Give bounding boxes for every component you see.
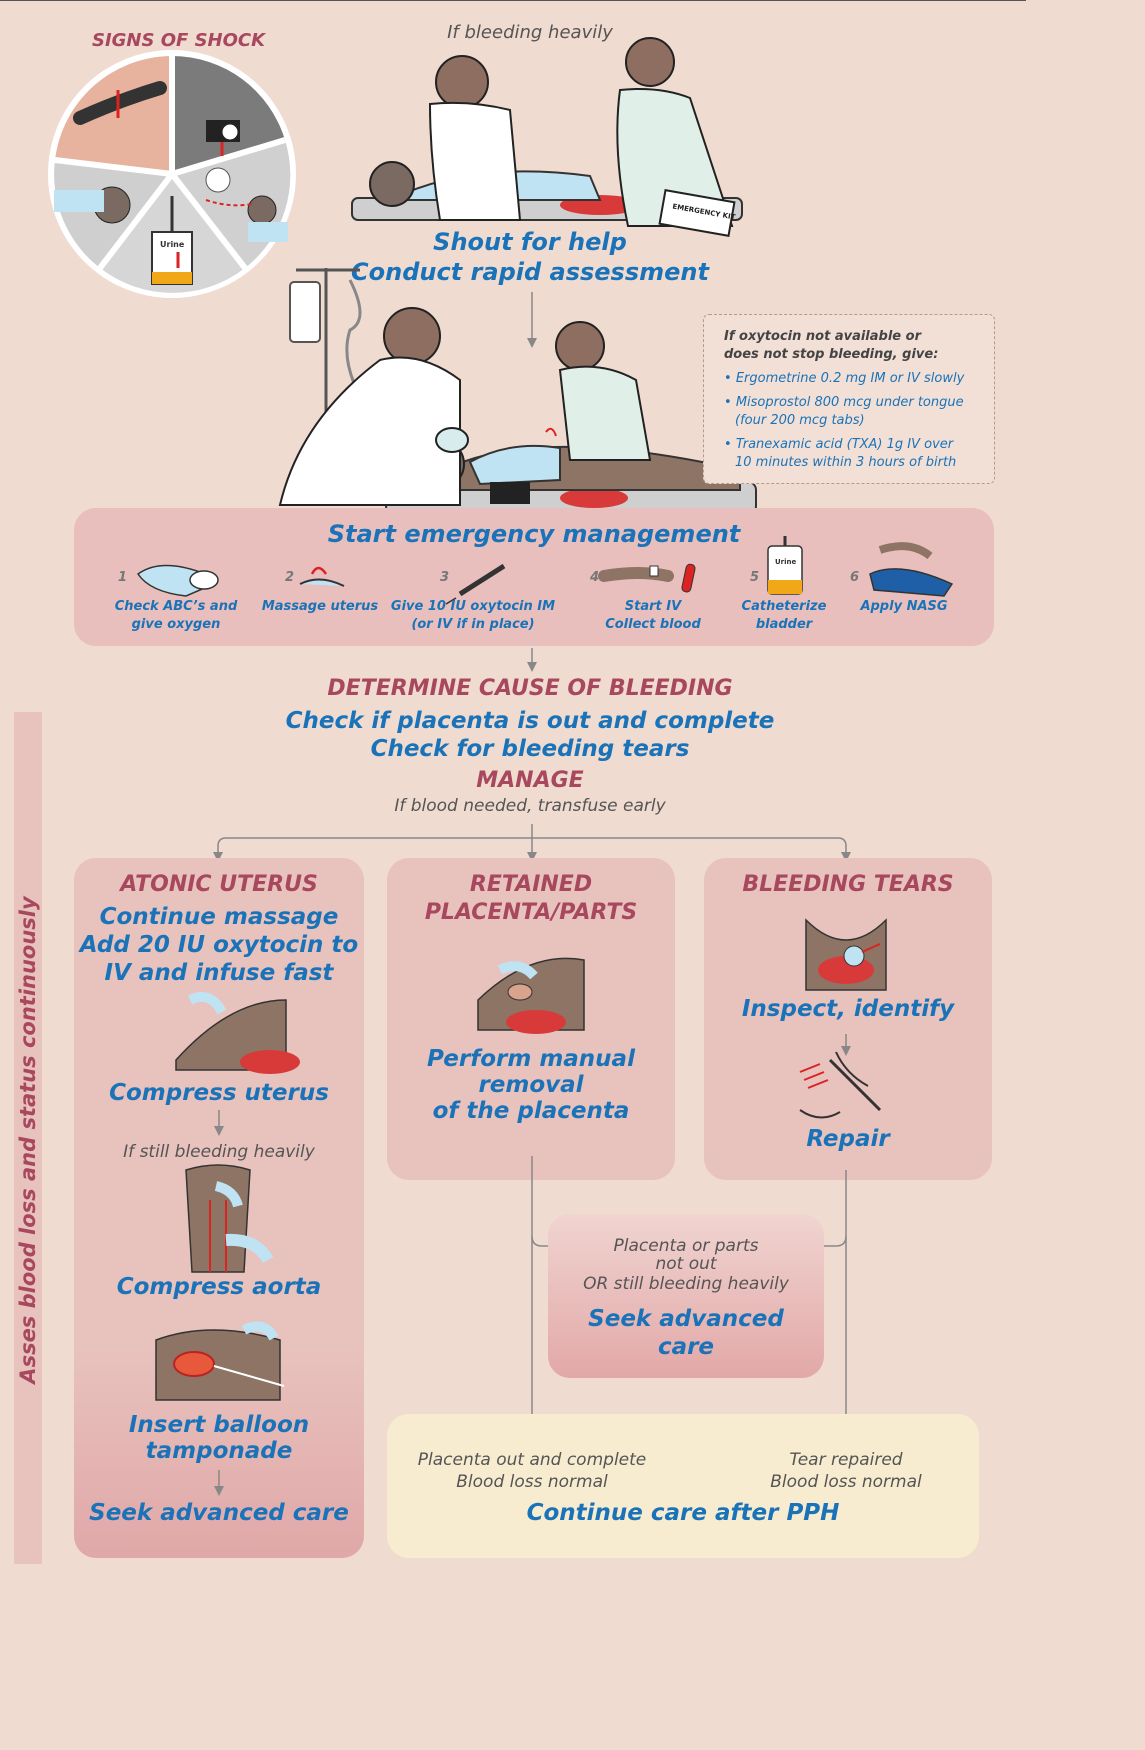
emergency-title: Start emergency management (327, 520, 741, 548)
step5-number: 5 (750, 570, 760, 585)
compress-aorta: Compress aorta (116, 1274, 322, 1300)
retained-title-1: RETAINED (469, 872, 593, 897)
continue-care-title: Continue care after PPH (526, 1500, 840, 1526)
step4-number: 4 (590, 570, 600, 585)
transfuse-note: If blood needed, transfuse early (394, 796, 666, 816)
oxytocin-item-3: Tranexamic acid (TXA) 1g IV over (735, 437, 954, 452)
step6-label-1: Apply NASG (860, 599, 948, 614)
step2-number: 2 (285, 570, 295, 585)
seek-line-3: OR still bleeding heavily (583, 1274, 789, 1294)
oxytocin-item-2b: (four 200 mcg tabs) (735, 413, 865, 428)
step1-number: 1 (118, 570, 128, 585)
retained-line-3: of the placenta (432, 1098, 630, 1124)
middle-scene-illustration (278, 268, 757, 515)
shock-urine-label: Urine (160, 240, 185, 249)
cause-line-1: Check if placenta is out and complete (285, 708, 775, 734)
oxytocin-heading-2: does not stop bleeding, give: (724, 347, 939, 362)
side-label-bar (14, 712, 42, 1564)
step5-label-1: Catheterize (741, 599, 827, 614)
seek-line-1: Placenta or parts (613, 1236, 759, 1256)
signs-of-shock-title: SIGNS OF SHOCK (92, 30, 266, 51)
inspect-identify: Inspect, identify (741, 996, 955, 1022)
oxytocin-bullet-1: • Ergometrine 0.2 mg IM or IV slowly (724, 371, 965, 386)
atonic-title: ATONIC UTERUS (120, 872, 318, 897)
step3-number: 3 (440, 570, 450, 585)
oxytocin-bullet-2: • Misoprostol 800 mcg under tongue (724, 395, 964, 410)
balloon-line-1: Insert balloon (128, 1412, 310, 1438)
still-bleeding-note: If still bleeding heavily (123, 1142, 315, 1162)
step2-label-1: Massage uterus (261, 599, 379, 614)
step1-label-2: give oxygen (131, 617, 221, 632)
continue-left-2: Blood loss normal (456, 1472, 608, 1492)
shout-for-help: Shout for help (433, 228, 627, 256)
seek-line-2: not out (655, 1254, 717, 1274)
seek-title-2: care (657, 1334, 715, 1360)
atonic-line-1: Continue massage (99, 904, 339, 930)
step1-label-1: Check ABC’s and (114, 599, 238, 614)
seek-advanced-care-box (548, 1214, 824, 1378)
compress-uterus: Compress uterus (109, 1080, 329, 1106)
top-note: If bleeding heavily (447, 22, 613, 43)
step4-label-2: Collect blood (605, 617, 701, 632)
continue-right-2: Blood loss normal (770, 1472, 922, 1492)
continue-left-1: Placenta out and complete (417, 1450, 647, 1470)
repair: Repair (806, 1126, 890, 1152)
step3-label-2: (or IV if in place) (411, 617, 535, 632)
cause-title: DETERMINE CAUSE OF BLEEDING (327, 676, 733, 701)
continue-right-1: Tear repaired (789, 1450, 903, 1470)
step4-label-1: Start IV (624, 599, 682, 614)
step6-number: 6 (850, 570, 860, 585)
atonic-seek-advanced-care: Seek advanced care (89, 1500, 349, 1526)
atonic-line-2: Add 20 IU oxytocin to (79, 932, 359, 958)
emergency-kit-label: EMERGENCY KIT (671, 202, 736, 222)
continue-care-box (387, 1414, 979, 1558)
oxytocin-item-2: Misoprostol 800 mcg under tongue (735, 395, 964, 410)
tears-title: BLEEDING TEARS (742, 872, 954, 897)
oxytocin-bullet-3: • Tranexamic acid (TXA) 1g IV over (724, 437, 954, 452)
retained-title-2: PLACENTA/PARTS (424, 900, 638, 925)
oxytocin-alternatives-box: If oxytocin not available or does not st… (703, 314, 995, 484)
manage-title: MANAGE (476, 768, 584, 793)
balloon-line-2: tamponade (145, 1438, 293, 1464)
oxytocin-heading-1: If oxytocin not available or (724, 329, 921, 344)
emergency-management-box (74, 508, 994, 646)
atonic-line-3: IV and infuse fast (104, 960, 334, 986)
cause-line-2: Check for bleeding tears (370, 736, 690, 762)
oxytocin-item-1: Ergometrine 0.2 mg IM or IV slowly (735, 371, 965, 386)
step3-label-1: Give 10 IU oxytocin IM (390, 599, 556, 614)
shock-wheel-icon (48, 50, 296, 298)
top-border (0, 0, 1026, 7)
step5-urine-label: Urine (775, 558, 797, 566)
seek-title-1: Seek advanced (588, 1306, 784, 1332)
conduct-rapid-assessment: Conduct rapid assessment (351, 258, 709, 286)
side-label: Asses blood loss and status continuously (16, 896, 40, 1384)
retained-line-2: removal (478, 1072, 584, 1098)
retained-line-1: Perform manual (427, 1046, 635, 1072)
oxytocin-item-3b: 10 minutes within 3 hours of birth (735, 455, 957, 470)
tears-column (704, 858, 992, 1180)
step5-label-2: bladder (755, 617, 813, 632)
